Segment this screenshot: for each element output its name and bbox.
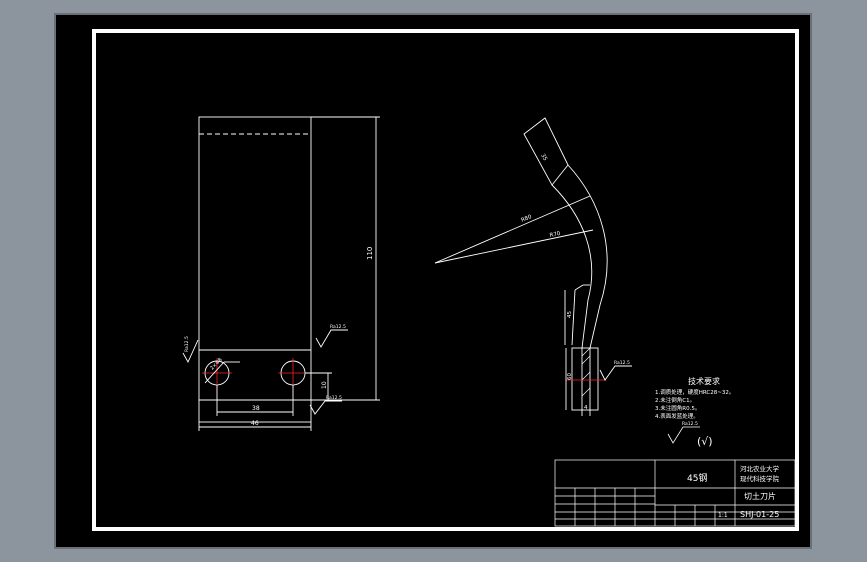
- dim-thickness-label: 4: [584, 405, 588, 411]
- dim-radius-inner-label: R70: [549, 231, 561, 239]
- drawing-sheet: [54, 13, 812, 549]
- tech-requirement-item: 4.表面发蓝处理。: [655, 412, 699, 420]
- roughness-note-paren: (√): [697, 435, 713, 448]
- right-hole-centerline: [278, 358, 308, 388]
- roughness-symbol-bottom: [309, 400, 342, 415]
- roughness-bottom-label: Ra12.5: [326, 395, 342, 401]
- institution-line2: 现代科技学院: [740, 474, 780, 483]
- part-name: 切土刀片: [744, 491, 776, 501]
- front-view-labels: 110 10 38 46 2×Φ8 Ra12.5 Ra12.5 Ra12.5: [184, 247, 374, 427]
- tech-requirement-item: 1.调质处理，硬度HRC28~32。: [655, 388, 734, 396]
- title-block: [554, 459, 796, 527]
- side-view: [434, 117, 632, 416]
- side-view-labels: 35 R80 R70 45 60 4 Ra12.5: [520, 153, 630, 411]
- blade-outer-curve: [567, 164, 608, 349]
- dim-hole-offset-label: 10: [321, 381, 328, 389]
- dim-width-label: 46: [251, 420, 259, 427]
- roughness-left-label: Ra12.5: [184, 336, 190, 352]
- roughness-note-value: Ra12.5: [682, 421, 698, 427]
- left-hole-centerline: [202, 358, 232, 388]
- roughness-side-label: Ra12.5: [614, 360, 630, 366]
- dim-straight-label: 45: [567, 311, 573, 318]
- dim-radius-outer-label: R80: [520, 214, 533, 224]
- base-hatching: [581, 347, 591, 397]
- title-block-text: 45钢 河北农业大学 现代科技学院 切土刀片 SHJ-01-25 1:1: [687, 464, 780, 519]
- front-view-outline: [198, 116, 312, 423]
- dim-base-label: 60: [567, 373, 573, 380]
- roughness-note-symbol: [667, 426, 700, 444]
- tech-requirement-item: 2.未注倒角C1。: [655, 396, 695, 404]
- tech-requirement-item: 3.未注圆角R0.5。: [655, 404, 700, 412]
- blade-inner-curve: [551, 184, 593, 349]
- roughness-right-label: Ra12.5: [330, 324, 346, 330]
- dim-hole-spacing-label: 38: [252, 405, 260, 412]
- drawing-border: [92, 29, 799, 531]
- radius-leader-inner: [434, 229, 594, 264]
- dim-tip-length-label: 35: [539, 153, 548, 162]
- material-label: 45钢: [687, 472, 707, 484]
- drawing-number: SHJ-01-25: [740, 510, 779, 519]
- blade-base: [571, 347, 599, 411]
- tech-requirements: 技术要求 1.调质处理，硬度HRC28~32。 2.未注倒角C1。 3.未注圆角…: [655, 376, 734, 448]
- roughness-symbol-left: [182, 339, 199, 363]
- tech-requirements-title: 技术要求: [688, 376, 720, 386]
- institution-line1: 河北农业大学: [740, 464, 780, 473]
- front-view: [182, 116, 380, 431]
- scale-label: 1:1: [718, 512, 728, 519]
- roughness-symbol-side: [599, 365, 632, 381]
- roughness-symbol-right: [315, 329, 348, 348]
- radius-leader-outer: [434, 195, 591, 264]
- dim-height-label: 110: [366, 247, 374, 260]
